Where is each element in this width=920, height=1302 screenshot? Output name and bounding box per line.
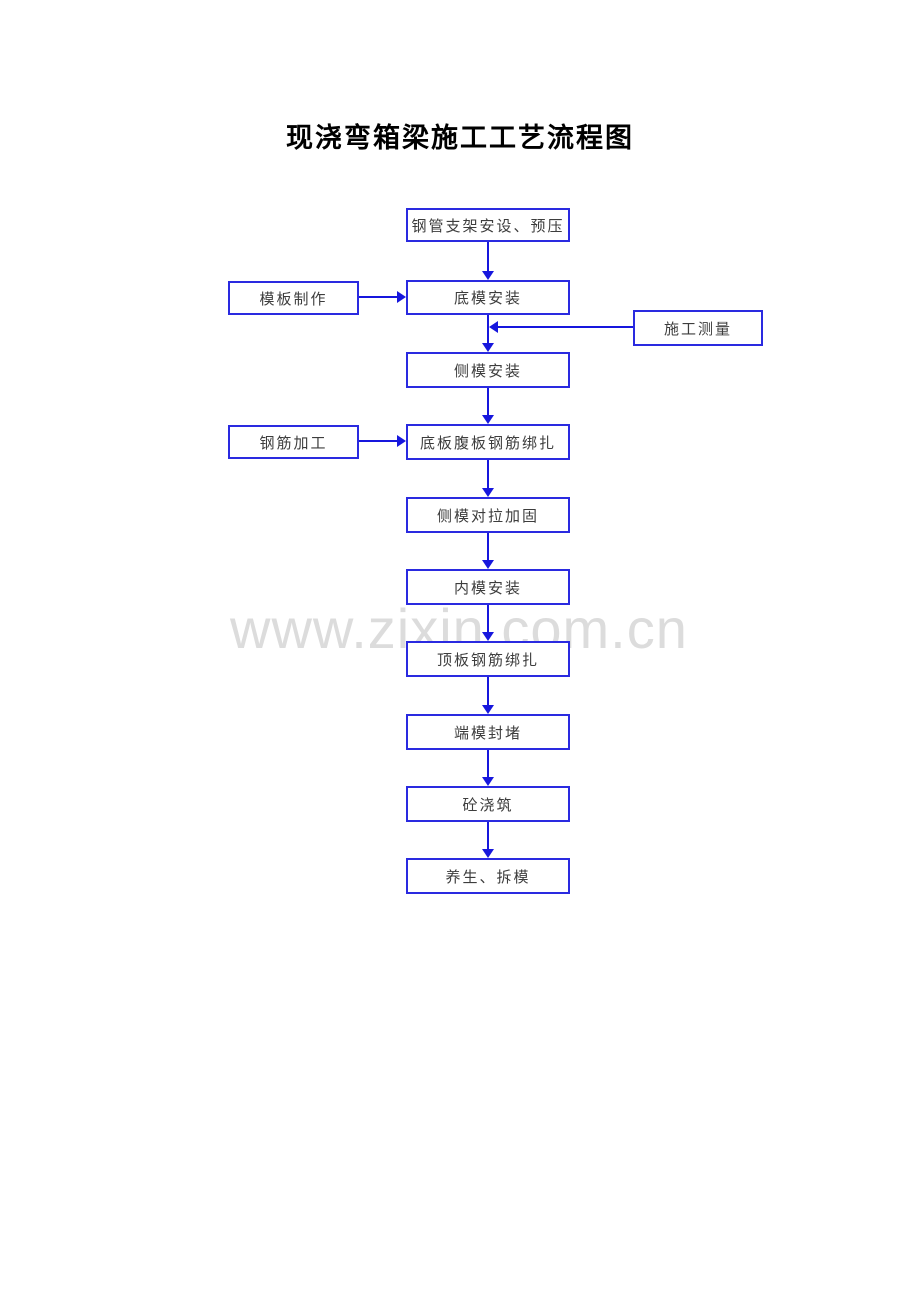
arrow-line-pipe-support-to-bottom-form <box>487 242 489 272</box>
arrow-line-bottom-form-to-side-form <box>487 315 489 344</box>
arrow-down-icon <box>482 488 494 497</box>
arrow-line-end-seal-to-pour <box>487 750 489 777</box>
node-top-rebar: 顶板钢筋绑扎 <box>406 641 570 677</box>
arrow-down-icon <box>482 271 494 280</box>
arrow-down-icon <box>482 560 494 569</box>
arrow-line-pour-to-cure <box>487 822 489 849</box>
arrow-down-icon <box>482 777 494 786</box>
arrow-line-survey-to-connector <box>498 326 633 328</box>
arrow-line-inner-form-to-top-rebar <box>487 605 489 632</box>
arrow-line-side-tie-to-inner-form <box>487 533 489 560</box>
node-cure: 养生、拆模 <box>406 858 570 894</box>
arrow-down-icon <box>482 632 494 641</box>
arrow-right-icon <box>397 291 406 303</box>
arrow-line-side-form-to-bottom-web-rebar <box>487 388 489 415</box>
arrow-line-rebar-proc-to-bottom-web-rebar <box>359 440 397 442</box>
arrow-down-icon <box>482 849 494 858</box>
arrow-down-icon <box>482 415 494 424</box>
page-title: 现浇弯箱梁施工工艺流程图 <box>286 123 634 153</box>
node-side-tie: 侧模对拉加固 <box>406 497 570 533</box>
node-end-seal: 端模封堵 <box>406 714 570 750</box>
node-rebar-proc: 钢筋加工 <box>228 425 359 459</box>
arrow-line-formwork-fab-to-bottom-form <box>359 296 397 298</box>
node-pour: 砼浇筑 <box>406 786 570 822</box>
arrow-right-icon <box>397 435 406 447</box>
node-pipe-support: 钢管支架安设、预压 <box>406 208 570 242</box>
arrow-down-icon <box>482 343 494 352</box>
arrow-down-icon <box>482 705 494 714</box>
node-inner-form: 内模安装 <box>406 569 570 605</box>
node-formwork-fab: 模板制作 <box>228 281 359 315</box>
node-survey: 施工测量 <box>633 310 763 346</box>
node-side-form: 侧模安装 <box>406 352 570 388</box>
node-bottom-form: 底模安装 <box>406 280 570 315</box>
arrow-line-top-rebar-to-end-seal <box>487 677 489 705</box>
node-bottom-web-rebar: 底板腹板钢筋绑扎 <box>406 424 570 460</box>
arrow-line-bottom-web-rebar-to-side-tie <box>487 460 489 488</box>
arrow-left-icon <box>489 321 498 333</box>
